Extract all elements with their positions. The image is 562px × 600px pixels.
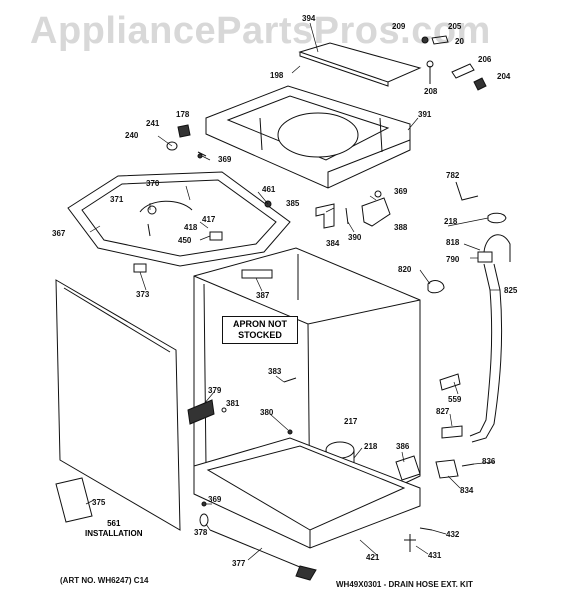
part-label: 369 (394, 187, 408, 196)
part-827-shape (441, 425, 463, 439)
drain-hose-kit-note: WH49X0301 - DRAIN HOSE EXT. KIT (336, 580, 473, 589)
part-label: 369 (218, 155, 232, 164)
wire-782-shape (455, 181, 479, 201)
part-label: 20 (455, 37, 464, 46)
installation-text: INSTALLATION (85, 529, 143, 538)
tub-ring-shape (67, 171, 291, 267)
part-178-shape (177, 124, 191, 138)
screw-209-shape (421, 36, 429, 44)
installation-note: 561 INSTALLATION (85, 519, 142, 539)
part-label: 836 (482, 457, 496, 466)
part-label: 369 (208, 495, 222, 504)
part-label: 241 (146, 119, 160, 128)
part-label: 377 (232, 559, 246, 568)
bar-379-shape (187, 399, 215, 425)
part-number-labels: 394 209 205 20 198 206 204 208 391 178 2… (52, 14, 518, 568)
front-panel-shape (55, 279, 181, 531)
part-label: 450 (178, 236, 192, 245)
art-number: (ART NO. WH6247) C14 (60, 576, 149, 585)
part-label: 827 (436, 407, 450, 416)
part-label: 790 (446, 255, 460, 264)
part-label: 834 (460, 486, 474, 495)
part-label: 391 (418, 110, 432, 119)
clip-373-shape (133, 263, 147, 273)
part-label: 818 (446, 238, 460, 247)
manual-561-shape (55, 477, 93, 523)
part-label: 432 (446, 530, 460, 539)
part-label: 421 (366, 553, 380, 562)
part-834-shape (435, 459, 459, 479)
part-label: 418 (184, 223, 198, 232)
part-label: 387 (256, 291, 270, 300)
part-label: 461 (262, 185, 276, 194)
part-label: 390 (348, 233, 362, 242)
clip-204-shape (473, 77, 487, 91)
switch-388-shape (361, 197, 391, 227)
part-label: 431 (428, 551, 442, 560)
part-label: 379 (208, 386, 222, 395)
bracket-205-shape (431, 35, 449, 45)
switch-206-shape (451, 63, 475, 79)
part-label: 205 (448, 22, 462, 31)
part-label: 371 (110, 195, 124, 204)
part-label: 240 (125, 131, 139, 140)
part-label: 825 (504, 286, 518, 295)
part-label: 373 (136, 290, 150, 299)
part-label: 198 (270, 71, 284, 80)
part-label: 208 (424, 87, 438, 96)
part-label: 367 (52, 229, 66, 238)
part-label: 559 (448, 395, 462, 404)
rod-377-shape (209, 529, 313, 573)
part-label: 204 (497, 72, 511, 81)
part-label: 178 (176, 110, 190, 119)
part-559-shape (439, 373, 461, 391)
lid-shape (298, 42, 422, 87)
part-label: 375 (92, 498, 106, 507)
part-label: 218 (444, 217, 458, 226)
base-frame-shape (193, 437, 421, 549)
clip-820-shape (427, 280, 445, 294)
part-label: 381 (226, 399, 240, 408)
part-label: 209 (392, 22, 406, 31)
installation-number: 561 (107, 519, 121, 528)
leader-lines (85, 22, 500, 561)
part-label: 386 (396, 442, 410, 451)
apron-note-line2: STOCKED (238, 330, 282, 340)
bracket-385-shape (315, 203, 335, 229)
part-label: 820 (398, 265, 412, 274)
watermark: AppliancePartsPros.com (30, 10, 491, 52)
part-label: 217 (344, 417, 358, 426)
part-label: 378 (194, 528, 208, 537)
part-label: 370 (146, 179, 160, 188)
clamp-218-shape (487, 212, 507, 224)
part-label: 782 (446, 171, 460, 180)
part-label: 383 (268, 367, 282, 376)
bracket-386-shape (395, 455, 421, 481)
part-label: 385 (286, 199, 300, 208)
part-label: 384 (326, 239, 340, 248)
part-label: 388 (394, 223, 408, 232)
drain-hose-shape (483, 234, 511, 262)
apron-note-line1: APRON NOT (233, 319, 287, 329)
part-label: 218 (364, 442, 378, 451)
part-label: 417 (202, 215, 216, 224)
part-label: 206 (478, 55, 492, 64)
apron-not-stocked-note: APRON NOT STOCKED (222, 316, 298, 344)
part-label: 380 (260, 408, 274, 417)
part-label: 394 (302, 14, 316, 23)
